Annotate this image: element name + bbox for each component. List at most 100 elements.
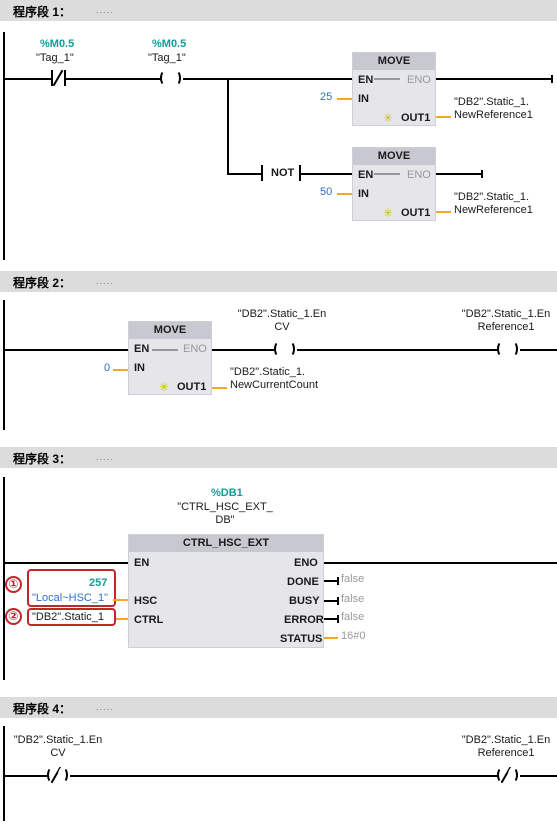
wire <box>324 600 338 602</box>
contact5-tag-line2: Reference1 <box>477 747 535 759</box>
block-hsc[interactable]: HSC <box>134 595 158 607</box>
ctrl-tag[interactable]: "DB2".Static_1 <box>32 611 105 623</box>
move2-en[interactable]: EN <box>358 169 374 181</box>
not-left[interactable] <box>261 165 263 181</box>
wire-end <box>551 75 553 83</box>
power-rail-4 <box>3 726 5 821</box>
segment-3-comment[interactable]: ..... <box>96 452 114 462</box>
move1-eno[interactable]: ENO <box>407 74 431 86</box>
move3-out-tag[interactable]: "DB2".Static_1. NewCurrentCount <box>230 366 318 392</box>
segment-4-header[interactable]: 程序段 4： ..... <box>0 697 557 718</box>
coil2-tag[interactable]: "DB2".Static_1.En CV <box>232 308 332 334</box>
coil3-left[interactable] <box>497 341 507 357</box>
segment-1-comment[interactable]: ..... <box>96 5 114 15</box>
block-done[interactable]: DONE <box>287 576 319 588</box>
wire <box>212 349 274 351</box>
db-name[interactable]: "CTRL_HSC_EXT_ DB" <box>170 501 280 527</box>
callout-2: ② <box>5 608 22 625</box>
move3-title: MOVE <box>129 322 211 339</box>
move2-out[interactable]: OUT1 <box>401 207 431 219</box>
wire <box>374 173 400 175</box>
contact4-tag-line1: "DB2".Static_1.En <box>13 734 103 746</box>
segment-1-header[interactable]: 程序段 1： ..... <box>0 0 557 21</box>
move1-out[interactable]: OUT1 <box>401 112 431 124</box>
move1-block[interactable]: MOVE EN ENO IN ✳ OUT1 <box>352 52 436 126</box>
contact4-right[interactable] <box>58 767 68 783</box>
wire <box>301 173 353 175</box>
block-en[interactable]: EN <box>134 557 150 569</box>
move2-block[interactable]: MOVE EN ENO IN ✳ OUT1 <box>352 147 436 221</box>
block-status[interactable]: STATUS <box>280 633 323 645</box>
coil2-right[interactable] <box>285 341 295 357</box>
move3-in[interactable]: IN <box>134 362 145 374</box>
ctrl-hsc-ext-title: CTRL_HSC_EXT <box>129 535 323 552</box>
segment-2-comment[interactable]: ..... <box>96 276 114 286</box>
ctrl-hsc-ext-block[interactable]: CTRL_HSC_EXT EN ENO DONE HSC BUSY CTRL E… <box>128 534 324 648</box>
contact4-left[interactable] <box>47 767 57 783</box>
contact5-left[interactable] <box>497 767 507 783</box>
move2-in[interactable]: IN <box>358 188 369 200</box>
status-value[interactable]: 16#0 <box>341 630 366 642</box>
power-rail-2 <box>3 300 5 430</box>
segment-3-header[interactable]: 程序段 3： ..... <box>0 447 557 468</box>
contact1-right[interactable] <box>64 70 66 86</box>
contact1-tag[interactable]: "Tag_1" <box>36 52 74 64</box>
coil1-left[interactable] <box>160 70 170 86</box>
not-label[interactable]: NOT <box>271 167 295 179</box>
coil3-tag-line1: "DB2".Static_1.En <box>461 308 551 320</box>
wire <box>297 349 497 351</box>
move3-block[interactable]: MOVE EN ENO IN ✳ OUT1 <box>128 321 212 395</box>
asterisk-icon: ✳ <box>383 111 394 125</box>
contact1-slash <box>52 69 64 87</box>
move1-out-tag-line1: "DB2".Static_1. <box>454 96 530 108</box>
coil3-right[interactable] <box>508 341 518 357</box>
power-rail-1 <box>3 32 5 260</box>
branch-wire <box>227 78 229 175</box>
move2-out-tag-line2: NewReference1 <box>454 204 533 216</box>
move1-in[interactable]: IN <box>358 93 369 105</box>
contact4-tag[interactable]: "DB2".Static_1.En CV <box>6 734 110 760</box>
asterisk-icon: ✳ <box>159 380 170 394</box>
segment-2-header[interactable]: 程序段 2： ..... <box>0 271 557 292</box>
contact1-address: %M0.5 <box>40 38 75 50</box>
wire <box>66 78 162 80</box>
contact5-tag[interactable]: "DB2".Static_1.En Reference1 <box>456 734 556 760</box>
wire <box>324 637 338 639</box>
move3-out[interactable]: OUT1 <box>177 381 207 393</box>
wire <box>374 78 400 80</box>
busy-value[interactable]: false <box>341 593 365 605</box>
move2-title: MOVE <box>353 148 435 165</box>
move1-in-value[interactable]: 25 <box>320 91 333 103</box>
error-value[interactable]: false <box>341 611 365 623</box>
asterisk-icon: ✳ <box>383 206 394 220</box>
block-error[interactable]: ERROR <box>284 614 324 626</box>
coil2-left[interactable] <box>274 341 284 357</box>
move2-in-value[interactable]: 50 <box>320 186 333 198</box>
contact5-right[interactable] <box>508 767 518 783</box>
move2-out-tag[interactable]: "DB2".Static_1. NewReference1 <box>454 191 533 217</box>
wire <box>520 349 557 351</box>
wire <box>436 211 451 213</box>
hsc-tag[interactable]: "Local~HSC_1" <box>32 592 108 604</box>
move1-out-tag[interactable]: "DB2".Static_1. NewReference1 <box>454 96 533 122</box>
callout-1: ① <box>5 576 22 593</box>
block-ctrl[interactable]: CTRL <box>134 614 164 626</box>
block-busy[interactable]: BUSY <box>289 595 320 607</box>
move3-in-value[interactable]: 0 <box>104 362 111 374</box>
hsc-value[interactable]: 257 <box>89 577 108 589</box>
move3-en[interactable]: EN <box>134 343 150 355</box>
coil1-tag[interactable]: "Tag_1" <box>148 52 186 64</box>
wire <box>436 116 451 118</box>
move2-eno[interactable]: ENO <box>407 169 431 181</box>
coil3-tag[interactable]: "DB2".Static_1.En Reference1 <box>456 308 556 334</box>
contact1-left[interactable] <box>51 70 53 86</box>
done-value[interactable]: false <box>341 573 365 585</box>
move3-eno[interactable]: ENO <box>183 343 207 355</box>
move1-en[interactable]: EN <box>358 74 374 86</box>
not-right[interactable] <box>299 165 301 181</box>
segment-4-comment[interactable]: ..... <box>96 702 114 712</box>
block-eno[interactable]: ENO <box>294 557 318 569</box>
coil1-right[interactable] <box>171 70 181 86</box>
move3-out-tag-line1: "DB2".Static_1. <box>230 366 306 378</box>
wire <box>520 775 557 777</box>
